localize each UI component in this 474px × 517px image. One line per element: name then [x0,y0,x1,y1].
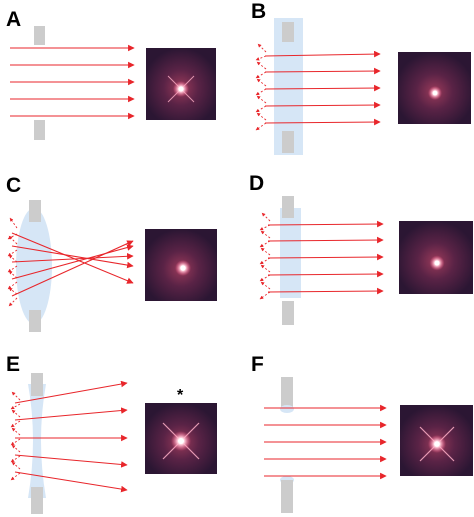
convex-lens [16,208,52,324]
psf-image [399,221,473,294]
aperture-top [281,377,293,411]
panel-c: C [6,174,217,332]
ray-bundle [11,232,134,297]
psf-image [145,229,217,301]
scattered-rays [259,212,271,300]
aperture-bottom [31,487,43,514]
scattered-rays [255,43,267,131]
panel-b: B [251,0,471,155]
ray-bundle [267,220,384,295]
panel-d: D [249,172,473,325]
psf-image [398,52,471,124]
panel-letter-e: E [6,353,20,376]
aperture-top [282,22,294,42]
aperture-top [282,196,294,218]
aperture-top [34,26,45,45]
aperture-bottom [29,310,41,332]
ray-bundle [264,404,387,480]
aperture-bottom [282,301,294,325]
panel-e: E * [6,353,217,514]
aperture-top [31,373,43,396]
panel-a: A [6,8,216,140]
glass-plate [280,208,301,298]
glass-edge-top [280,405,294,413]
scattered-rays [7,217,18,307]
scattered-rays [10,391,21,481]
aperture-bottom [282,131,294,153]
aperture-bottom [34,120,45,140]
aperture-top [29,200,41,222]
asterisk-marker: * [177,387,184,404]
panel-letter-b: B [251,0,266,23]
concave-lens [28,384,46,498]
panel-letter-f: F [251,353,264,376]
psf-image [146,48,216,120]
ray-bundle [264,50,381,126]
ray-bundle [14,380,128,493]
psf-image [400,405,473,476]
panel-letter-c: C [6,174,21,197]
panel-f: F [251,353,473,513]
panel-letter-a: A [6,8,21,31]
psf-image [145,403,217,474]
panel-letter-d: D [249,172,264,195]
aperture-bottom [281,480,293,513]
ray-bundle [10,44,135,120]
